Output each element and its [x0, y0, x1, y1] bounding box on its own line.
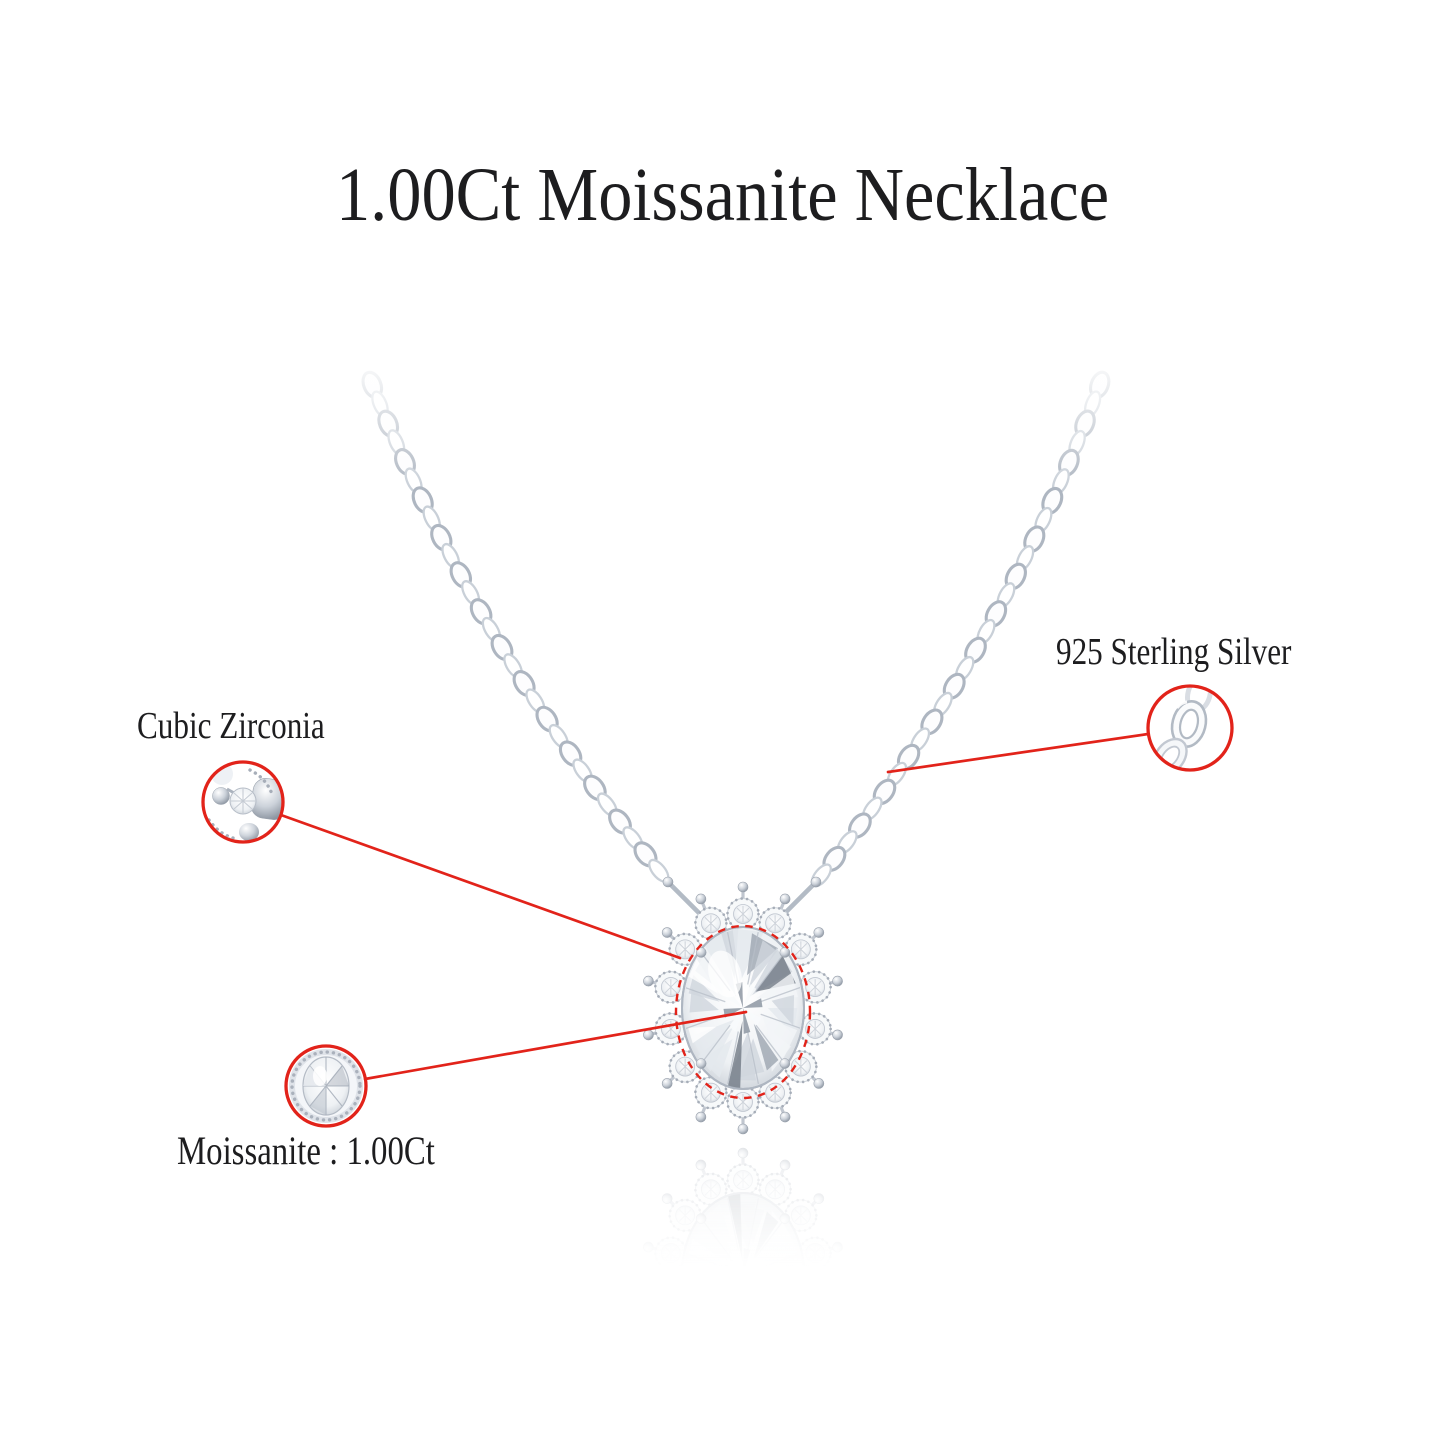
leader-line-cubic-zirconia [279, 813, 682, 960]
pendant [643, 876, 843, 1135]
annotation-circle-cubic-zirconia [201, 760, 285, 844]
label-sterling-silver: 925 Sterling Silver [1056, 631, 1292, 673]
pendant-center-stone [681, 926, 805, 1090]
zoom-detail-cubic-zirconia [207, 763, 282, 841]
leader-line-moissanite [363, 1010, 748, 1081]
zoom-detail-chain-link [1152, 687, 1214, 769]
bail-bead [810, 876, 822, 888]
necklace-chain-right [810, 370, 1111, 888]
annotation-circle-sterling-silver [1146, 684, 1234, 772]
dashed-highlight-center-stone [674, 924, 812, 1100]
page-title-text: 1.00Ct Moissanite Necklace [335, 153, 1110, 237]
bail-rod-left [665, 879, 705, 919]
chain-top-fade [0, 355, 1445, 490]
annotation-circle-moissanite [284, 1044, 368, 1128]
pendant-reflection [643, 1148, 842, 1405]
label-cubic-zirconia: Cubic Zirconia [137, 705, 325, 747]
bail-bead [662, 876, 674, 888]
leader-line-sterling-silver [886, 732, 1150, 774]
zoom-detail-moissanite [289, 1049, 363, 1123]
page-title: 1.00Ct Moissanite Necklace [0, 153, 1445, 238]
annotation-overlay [201, 684, 1234, 1128]
label-moissanite: Moissanite : 1.00Ct [177, 1128, 435, 1173]
bail-rod-right [779, 879, 819, 919]
